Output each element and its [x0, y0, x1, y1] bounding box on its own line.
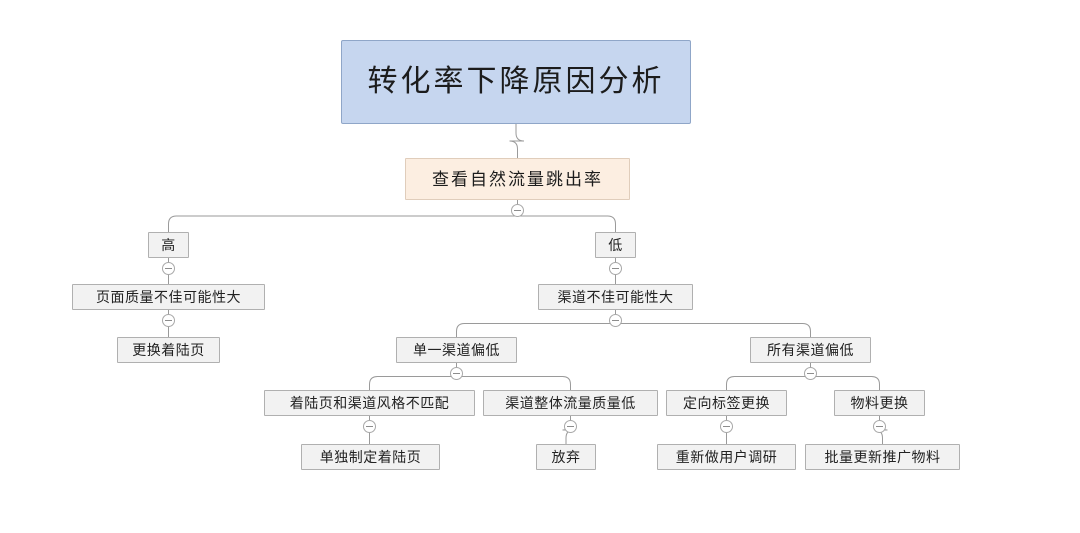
node-n6[interactable]: 更换着陆页 [117, 337, 220, 363]
node-n0[interactable]: 转化率下降原因分析 [341, 40, 691, 124]
collapse-minus-icon[interactable] [162, 314, 175, 327]
node-label: 物料更换 [850, 395, 909, 411]
node-n16[interactable]: 批量更新推广物料 [805, 444, 960, 470]
edge-connector [456, 323, 616, 337]
edge-connector [168, 215, 518, 232]
node-label: 所有渠道偏低 [767, 342, 854, 358]
node-label: 重新做用户调研 [675, 449, 778, 465]
node-label: 批量更新推广物料 [824, 449, 941, 465]
collapse-minus-icon[interactable] [609, 314, 622, 327]
node-label: 渠道整体流量质量低 [505, 395, 636, 411]
edge-connector [509, 124, 525, 158]
node-n3[interactable]: 低 [595, 232, 636, 258]
node-n5[interactable]: 渠道不佳可能性大 [538, 284, 693, 310]
node-label: 着陆页和渠道风格不匹配 [289, 395, 450, 411]
node-label: 低 [608, 237, 623, 253]
node-n13[interactable]: 单独制定着陆页 [301, 444, 440, 470]
edge-connector [517, 215, 616, 232]
collapse-minus-icon[interactable] [450, 367, 463, 380]
node-n10[interactable]: 渠道整体流量质量低 [483, 390, 658, 416]
node-label: 查看自然流量跳出率 [432, 169, 603, 189]
collapse-minus-icon[interactable] [162, 262, 175, 275]
node-label: 定向标签更换 [683, 395, 770, 411]
node-label: 高 [161, 237, 176, 253]
node-label: 渠道不佳可能性大 [557, 289, 674, 305]
collapse-minus-icon[interactable] [363, 420, 376, 433]
node-n1[interactable]: 查看自然流量跳出率 [405, 158, 630, 200]
edge-connector [615, 323, 811, 337]
node-n4[interactable]: 页面质量不佳可能性大 [72, 284, 265, 310]
node-label: 放弃 [551, 449, 581, 465]
edge-connector [369, 376, 457, 390]
edge-connector [456, 376, 571, 390]
node-n11[interactable]: 定向标签更换 [666, 390, 787, 416]
edge-connector [810, 376, 880, 390]
collapse-minus-icon[interactable] [873, 420, 886, 433]
node-n2[interactable]: 高 [148, 232, 189, 258]
edge-connector [726, 376, 811, 390]
node-label: 单独制定着陆页 [319, 449, 422, 465]
node-label: 转化率下降原因分析 [367, 65, 665, 98]
node-label: 页面质量不佳可能性大 [96, 289, 241, 305]
collapse-minus-icon[interactable] [511, 204, 524, 217]
node-n8[interactable]: 所有渠道偏低 [750, 337, 871, 363]
node-n14[interactable]: 放弃 [536, 444, 596, 470]
node-n15[interactable]: 重新做用户调研 [657, 444, 796, 470]
node-n12[interactable]: 物料更换 [834, 390, 925, 416]
node-n7[interactable]: 单一渠道偏低 [396, 337, 517, 363]
collapse-minus-icon[interactable] [609, 262, 622, 275]
node-label: 单一渠道偏低 [413, 342, 500, 358]
collapse-minus-icon[interactable] [804, 367, 817, 380]
collapse-minus-icon[interactable] [564, 420, 577, 433]
collapse-minus-icon[interactable] [720, 420, 733, 433]
node-n9[interactable]: 着陆页和渠道风格不匹配 [264, 390, 475, 416]
node-label: 更换着陆页 [132, 342, 205, 358]
